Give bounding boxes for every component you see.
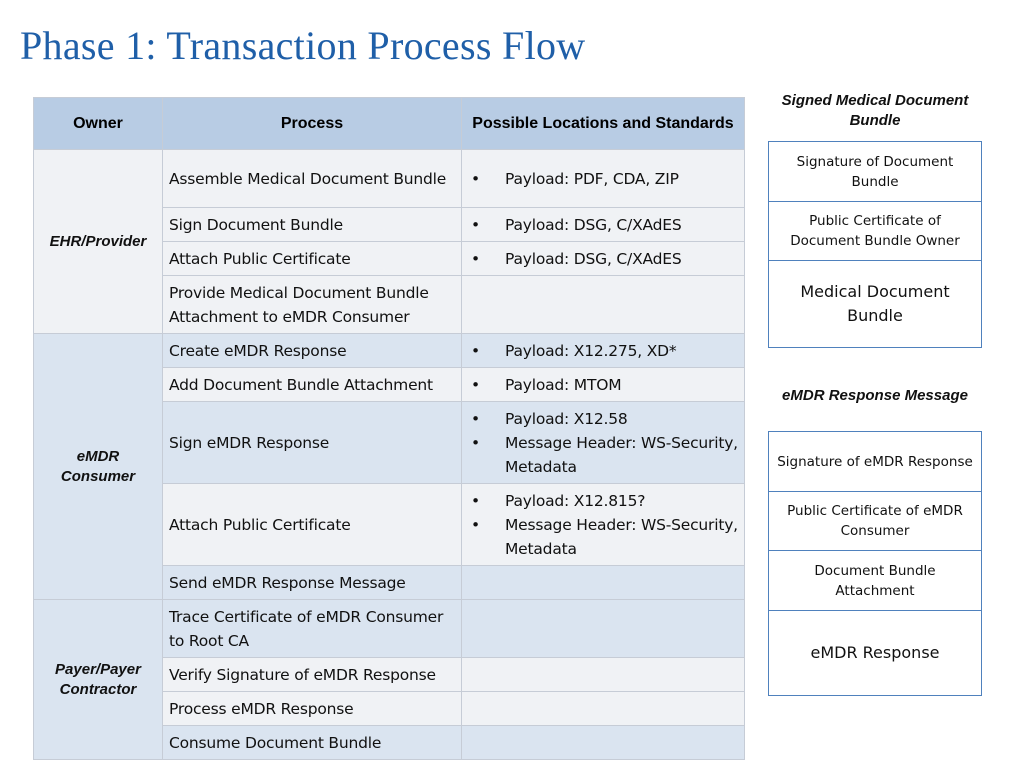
table-row: Attach Public Certificate Payload: X12.8… bbox=[34, 483, 745, 566]
process-cell: Process eMDR Response bbox=[162, 691, 462, 726]
table-row: Provide Medical Document Bundle Attachme… bbox=[34, 275, 745, 334]
public-certificate-bundle-owner-box: Public Certificate of Document Bundle Ow… bbox=[768, 201, 982, 261]
locations-cell: Payload: X12.815? Message Header: WS-Sec… bbox=[461, 483, 745, 566]
locations-cell bbox=[461, 599, 745, 658]
owner-ehr-provider: EHR/Provider bbox=[33, 149, 163, 334]
table-row: Attach Public Certificate Payload: DSG, … bbox=[34, 241, 745, 276]
locations-cell: Payload: X12.58 Message Header: WS-Secur… bbox=[461, 401, 745, 484]
location-item: Payload: X12.275, XD* bbox=[468, 339, 738, 363]
location-item: Payload: X12.58 bbox=[468, 407, 738, 431]
table-row: Consume Document Bundle bbox=[34, 725, 745, 760]
process-cell: Create eMDR Response bbox=[162, 333, 462, 368]
process-cell: Consume Document Bundle bbox=[162, 725, 462, 760]
owner-payer-contractor: Payer/Payer Contractor bbox=[33, 599, 163, 760]
table-row: Payer/Payer Contractor Trace Certificate… bbox=[33, 599, 745, 760]
location-item: Payload: DSG, C/XAdES bbox=[468, 213, 738, 237]
process-flow-table: Owner Process Possible Locations and Sta… bbox=[33, 97, 745, 760]
table-row: eMDR Consumer Create eMDR Response Paylo… bbox=[33, 333, 745, 600]
table-header-row: Owner Process Possible Locations and Sta… bbox=[33, 97, 745, 150]
process-cell: Trace Certificate of eMDR Consumer to Ro… bbox=[162, 599, 462, 658]
location-item: Payload: PDF, CDA, ZIP bbox=[468, 167, 738, 191]
process-cell: Add Document Bundle Attachment bbox=[162, 367, 462, 402]
locations-cell bbox=[461, 657, 745, 692]
table-row: Add Document Bundle Attachment Payload: … bbox=[34, 367, 745, 402]
table-row: EHR/Provider Assemble Medical Document B… bbox=[33, 149, 745, 334]
page-title: Phase 1: Transaction Process Flow bbox=[20, 23, 586, 68]
table-row: Sign eMDR Response Payload: X12.58 Messa… bbox=[34, 401, 745, 484]
locations-cell: Payload: X12.275, XD* bbox=[461, 333, 745, 368]
signature-of-document-bundle-box: Signature of Document Bundle bbox=[768, 141, 982, 202]
header-locations: Possible Locations and Standards bbox=[461, 97, 745, 150]
response-message-title: eMDR Response Message bbox=[782, 387, 968, 404]
medical-document-bundle-box: Medical Document Bundle bbox=[768, 260, 982, 348]
locations-cell bbox=[461, 275, 745, 334]
signature-of-emdr-response-box: Signature of eMDR Response bbox=[768, 431, 982, 492]
locations-cell: Payload: PDF, CDA, ZIP bbox=[461, 149, 745, 208]
location-item: Payload: MTOM bbox=[468, 373, 738, 397]
public-certificate-emdr-consumer-box: Public Certificate of eMDR Consumer bbox=[768, 491, 982, 551]
location-item: Message Header: WS-Security, Metadata bbox=[468, 431, 738, 479]
process-cell: Sign Document Bundle bbox=[162, 207, 462, 242]
locations-cell: Payload: DSG, C/XAdES bbox=[461, 241, 745, 276]
table-row: Send eMDR Response Message bbox=[34, 565, 745, 600]
process-cell: Verify Signature of eMDR Response bbox=[162, 657, 462, 692]
table-row: Sign Document Bundle Payload: DSG, C/XAd… bbox=[34, 207, 745, 242]
process-cell: Attach Public Certificate bbox=[162, 241, 462, 276]
location-item: Payload: DSG, C/XAdES bbox=[468, 247, 738, 271]
process-cell: Send eMDR Response Message bbox=[162, 565, 462, 600]
header-process: Process bbox=[162, 97, 462, 150]
location-item: Payload: X12.815? bbox=[468, 489, 738, 513]
signed-bundle-title: Signed Medical Document Bundle bbox=[781, 92, 969, 129]
header-owner: Owner bbox=[33, 97, 163, 150]
locations-cell bbox=[461, 691, 745, 726]
locations-cell: Payload: MTOM bbox=[461, 367, 745, 402]
owner-emdr-consumer: eMDR Consumer bbox=[33, 333, 163, 600]
process-cell: Assemble Medical Document Bundle bbox=[162, 149, 462, 208]
locations-cell bbox=[461, 565, 745, 600]
locations-cell bbox=[461, 725, 745, 760]
process-cell: Attach Public Certificate bbox=[162, 483, 462, 566]
locations-cell: Payload: DSG, C/XAdES bbox=[461, 207, 745, 242]
table-row: Verify Signature of eMDR Response bbox=[34, 657, 745, 692]
location-item: Message Header: WS-Security, Metadata bbox=[468, 513, 738, 561]
process-cell: Provide Medical Document Bundle Attachme… bbox=[162, 275, 462, 334]
document-bundle-attachment-box: Document Bundle Attachment bbox=[768, 550, 982, 611]
process-cell: Sign eMDR Response bbox=[162, 401, 462, 484]
table-row: Process eMDR Response bbox=[34, 691, 745, 726]
emdr-response-box: eMDR Response bbox=[768, 610, 982, 696]
